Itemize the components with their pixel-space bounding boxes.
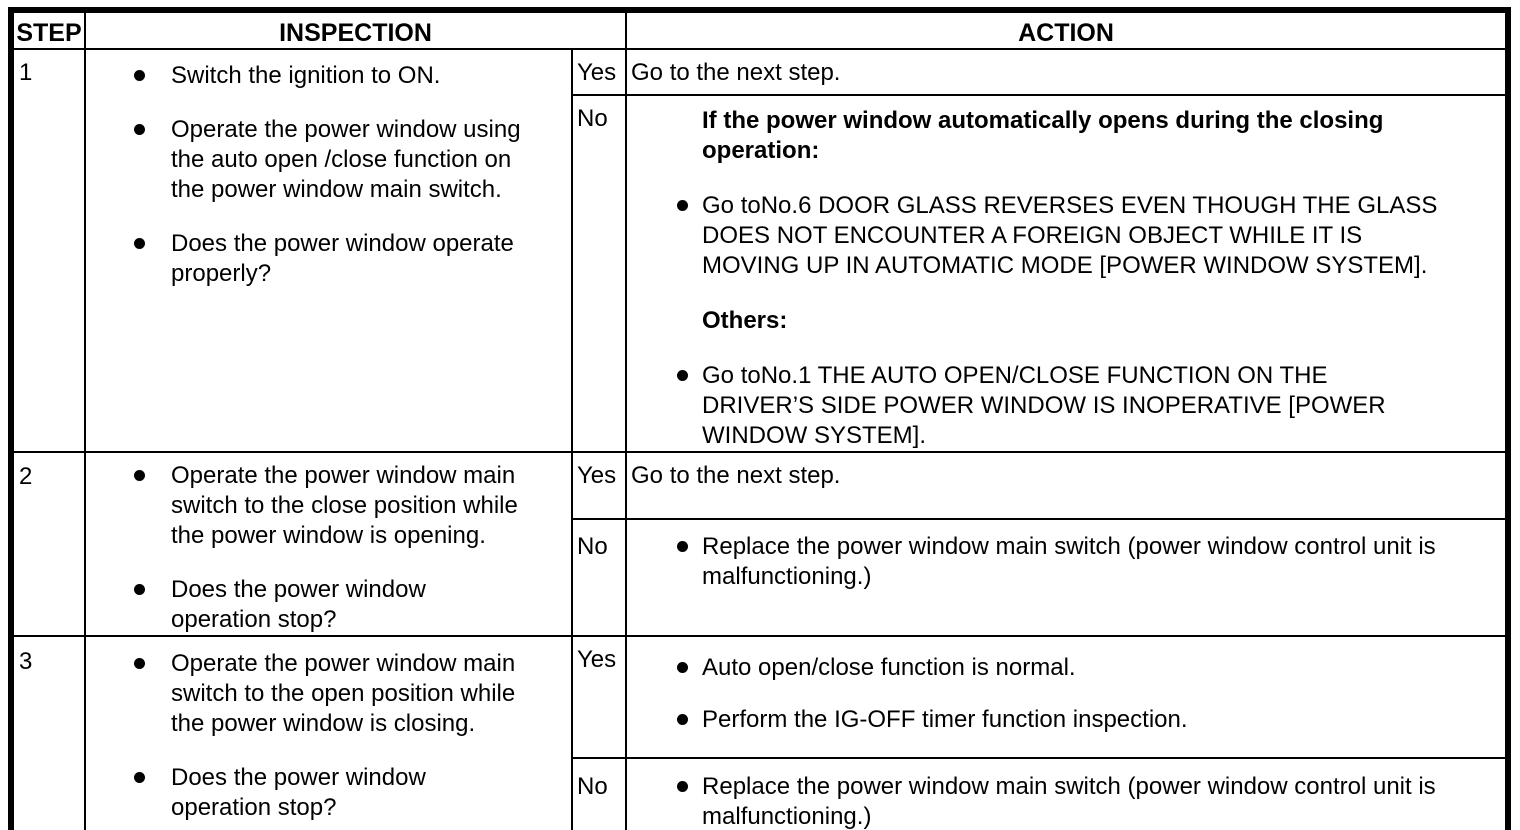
list-item: Does the power window operation stop? [134, 575, 565, 634]
action-text: Go toNo.1 THE AUTO OPEN/CLOSE FUNCTION O… [702, 362, 1386, 449]
action-condition-heading: If the power window automatically opens … [702, 107, 1384, 164]
yes-label-cell: Yes [570, 450, 628, 521]
action-text: Replace the power window main switch (po… [702, 773, 1436, 830]
list-item: Go toNo.1 THE AUTO OPEN/CLOSE FUNCTION O… [628, 361, 1499, 450]
yes-label-cell: Yes [570, 48, 628, 96]
inspection-cell: Switch the ignition to ON. Operate the p… [84, 48, 573, 453]
action-text: Go to the next step. [631, 462, 841, 489]
list-item: Operate the power window main switch to … [134, 649, 565, 739]
no-label-cell: No [570, 757, 628, 830]
list-item: Auto open/close function is normal. [628, 653, 1499, 683]
bullet-icon [134, 470, 145, 481]
header-step: STEP [10, 9, 86, 50]
table-row: No If the power window automatically ope… [11, 94, 1510, 453]
no-label: No [577, 533, 608, 561]
list-item: Does the power window operation stop? [134, 763, 565, 823]
action-text: Auto open/close function is normal. [702, 654, 1076, 681]
no-label: No [577, 773, 608, 800]
no-label-cell: No [570, 94, 628, 453]
step-number-cell: 1 [10, 48, 86, 453]
step-number: 1 [19, 59, 33, 86]
inspection-text: Switch the ignition to ON. [171, 62, 441, 89]
no-action-cell: Replace the power window main switch (po… [625, 757, 1510, 830]
table-row: No Replace the power window main switch … [11, 518, 1510, 637]
yes-action-cell: Go to the next step. [625, 450, 1510, 521]
bullet-icon [677, 781, 689, 792]
bullet-icon [134, 238, 145, 249]
inspection-cell: Operate the power window main switch to … [84, 635, 573, 830]
step-number-cell: 3 [10, 635, 86, 830]
bullet-icon [134, 658, 145, 669]
no-action-cell: Replace the power window main switch (po… [625, 518, 1510, 637]
bullet-icon [677, 541, 689, 553]
yes-label-cell: Yes [570, 635, 628, 759]
inspection-text: Does the power window operation stop? [171, 576, 426, 633]
no-label: No [577, 105, 608, 132]
action-condition-heading: Others: [702, 307, 788, 334]
list-item: Switch the ignition to ON. [134, 61, 565, 91]
action-text: Go toNo.6 DOOR GLASS REVERSES EVEN THOUG… [702, 192, 1438, 279]
yes-label: Yes [577, 646, 617, 673]
step-number-cell: 2 [10, 451, 86, 637]
yes-label: Yes [577, 462, 617, 489]
action-text: Replace the power window main switch (po… [702, 533, 1436, 591]
bullet-icon [134, 772, 145, 783]
inspection-text: Operate the power window main switch to … [171, 462, 518, 549]
list-item: Operate the power window using the auto … [134, 115, 565, 205]
inspection-text: Operate the power window main switch to … [171, 650, 516, 737]
list-item: Operate the power window main switch to … [134, 461, 565, 551]
step-number: 2 [19, 463, 33, 490]
bullet-icon [134, 584, 145, 595]
bullet-icon [134, 124, 145, 135]
yes-action-cell: Go to the next step. [625, 48, 1510, 96]
no-label-cell: No [570, 518, 628, 637]
table-row: 2 Operate the power window main switch t… [10, 450, 1510, 637]
list-item: Does the power window operate properly? [134, 229, 565, 289]
no-action-cell: If the power window automatically opens … [625, 94, 1510, 453]
inspection-text: Operate the power window using the auto … [171, 116, 521, 203]
table-row: No Replace the power window main switch … [11, 757, 1510, 830]
table-header-row: STEP INSPECTION ACTION [10, 9, 1510, 50]
header-action: ACTION [625, 9, 1510, 50]
table-row: 1 Switch the ignition to ON. Operate the… [10, 48, 1510, 453]
troubleshooting-table: STEP INSPECTION ACTION 1 Switch the igni… [8, 7, 1512, 830]
step-number: 3 [19, 648, 33, 675]
inspection-text: Does the power window operation stop? [171, 764, 426, 821]
action-text: Go to the next step. [631, 59, 841, 86]
yes-action-cell: Auto open/close function is normal. Perf… [625, 635, 1510, 759]
yes-label: Yes [577, 59, 617, 86]
action-text: Perform the IG-OFF timer function inspec… [702, 706, 1188, 733]
list-item: Go toNo.6 DOOR GLASS REVERSES EVEN THOUG… [628, 191, 1499, 281]
list-item: Replace the power window main switch (po… [628, 532, 1499, 592]
bullet-icon [677, 662, 689, 673]
list-item: Perform the IG-OFF timer function inspec… [628, 705, 1499, 735]
inspection-text: Does the power window operate properly? [171, 230, 514, 287]
table-row: 3 Operate the power window main switch t… [10, 635, 1510, 830]
list-item: Replace the power window main switch (po… [628, 772, 1499, 830]
header-inspection: INSPECTION [83, 9, 628, 50]
inspection-cell: Operate the power window main switch to … [84, 451, 573, 637]
bullet-icon [677, 714, 689, 725]
bullet-icon [677, 200, 689, 211]
bullet-icon [134, 70, 145, 81]
bullet-icon [677, 370, 689, 381]
